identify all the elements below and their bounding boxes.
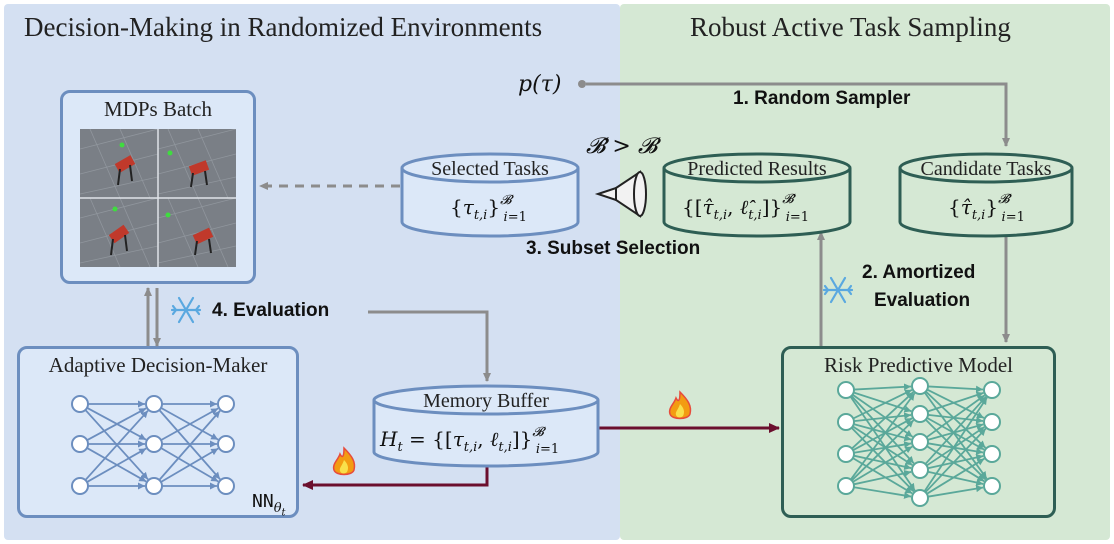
robot-1 [114, 142, 136, 186]
step-random-sampler: 1. Random Sampler [733, 88, 911, 109]
network-node [71, 435, 89, 453]
network-node [145, 477, 163, 495]
network-edge [160, 407, 219, 441]
network-edge [927, 454, 984, 470]
network-node [145, 395, 163, 413]
predicted-results-title: Predicted Results [687, 158, 827, 180]
network-node [217, 435, 235, 453]
network-edge [853, 441, 912, 454]
risk-predictive-model-title: Risk Predictive Model [824, 353, 1013, 377]
network-edge [925, 394, 986, 439]
network-edge [924, 396, 987, 465]
network-node [837, 445, 855, 463]
network-edge [160, 447, 219, 483]
network-edge [923, 396, 988, 492]
mdps-batch-box: MDPs Batch [60, 90, 256, 284]
decision-maker-network [71, 395, 235, 495]
network-edge [926, 388, 985, 419]
network-node [837, 413, 855, 431]
network-edge [851, 391, 914, 450]
network-edge [927, 422, 984, 441]
network-edge [926, 417, 985, 451]
risk-model-network [837, 377, 1001, 507]
buffer-to-agent-arrow [302, 462, 489, 490]
p-tau-label: p(τ) [518, 72, 561, 97]
network-edge [853, 391, 912, 413]
selected-tasks-title: Selected Tasks [431, 158, 549, 180]
network-node [911, 405, 929, 423]
network-edge [851, 419, 915, 482]
evaluation-to-buffer-arrow [368, 310, 491, 382]
snowflake-icon [822, 276, 854, 304]
network-edge [853, 383, 912, 391]
funnel-icon [594, 170, 647, 218]
network-edge [86, 447, 147, 483]
network-edge [853, 412, 912, 423]
network-node [837, 477, 855, 495]
budget-condition: 𝓑̂ > 𝓑 [586, 134, 662, 159]
network-node [145, 435, 163, 453]
network-edge [86, 407, 147, 441]
right-panel-title: Robust Active Task Sampling [690, 12, 1011, 42]
network-edge [850, 392, 916, 481]
network-node [983, 381, 1001, 399]
network-edge [853, 423, 912, 442]
network-node [911, 377, 929, 395]
network-edge [853, 486, 912, 499]
step-evaluation: 4. Evaluation [212, 300, 330, 321]
sampler-start-dot [578, 80, 586, 88]
network-edge [852, 425, 913, 466]
network-edge [852, 417, 913, 451]
network-node [217, 477, 235, 495]
network-node [983, 413, 1001, 431]
adaptive-decision-maker-title: Adaptive Decision-Maker [48, 353, 268, 377]
predicted-results-cylinder: Predicted Results {[τ̂t,i, ℓ̂t,i]}𝓑̂i=1 [662, 152, 852, 238]
network-node [911, 461, 929, 479]
step-subset-selection: 3. Subset Selection [526, 238, 701, 259]
network-edge [927, 485, 984, 498]
memory-buffer-title: Memory Buffer [423, 390, 549, 412]
network-node [911, 433, 929, 451]
random-sampler-arrow [586, 82, 1010, 147]
network-edge [926, 457, 985, 495]
fire-icon [668, 390, 692, 420]
network-edge [927, 413, 984, 424]
nn-theta-label: NNθt [252, 491, 286, 519]
robot-3 [108, 206, 130, 256]
network-node [911, 489, 929, 507]
candidate-tasks-cylinder: Candidate Tasks {τ̂t,i}𝓑̂i=1 [898, 152, 1074, 238]
network-node [837, 381, 855, 399]
network-edge [852, 445, 913, 483]
snowflake-icon [170, 296, 202, 324]
network-node [983, 445, 1001, 463]
network-node [71, 477, 89, 495]
network-edge [926, 426, 986, 467]
network-edge [84, 410, 149, 481]
mdps-batch-title: MDPs Batch [104, 97, 212, 121]
network-edge [924, 427, 987, 493]
network-edge [158, 410, 221, 481]
network-edge [927, 391, 984, 413]
fire-icon [332, 446, 356, 476]
network-node [217, 395, 235, 413]
left-panel-title: Decision-Making in Randomized Environmen… [24, 12, 543, 42]
network-edge [925, 419, 987, 481]
step-amortized-evaluation-line2: Evaluation [874, 290, 971, 311]
network-node [71, 395, 89, 413]
robot-2 [167, 150, 210, 188]
candidate-tasks-title: Candidate Tasks [921, 158, 1052, 180]
step-amortized-evaluation-line1: 2. Amortized [862, 262, 976, 283]
network-edge [853, 454, 912, 471]
network-edge [853, 469, 912, 486]
network-edge [927, 385, 984, 393]
robot-4 [165, 212, 214, 256]
simulation-grid-image [80, 129, 236, 267]
network-edge [852, 389, 913, 420]
network-edge [927, 442, 984, 455]
network-node [983, 477, 1001, 495]
